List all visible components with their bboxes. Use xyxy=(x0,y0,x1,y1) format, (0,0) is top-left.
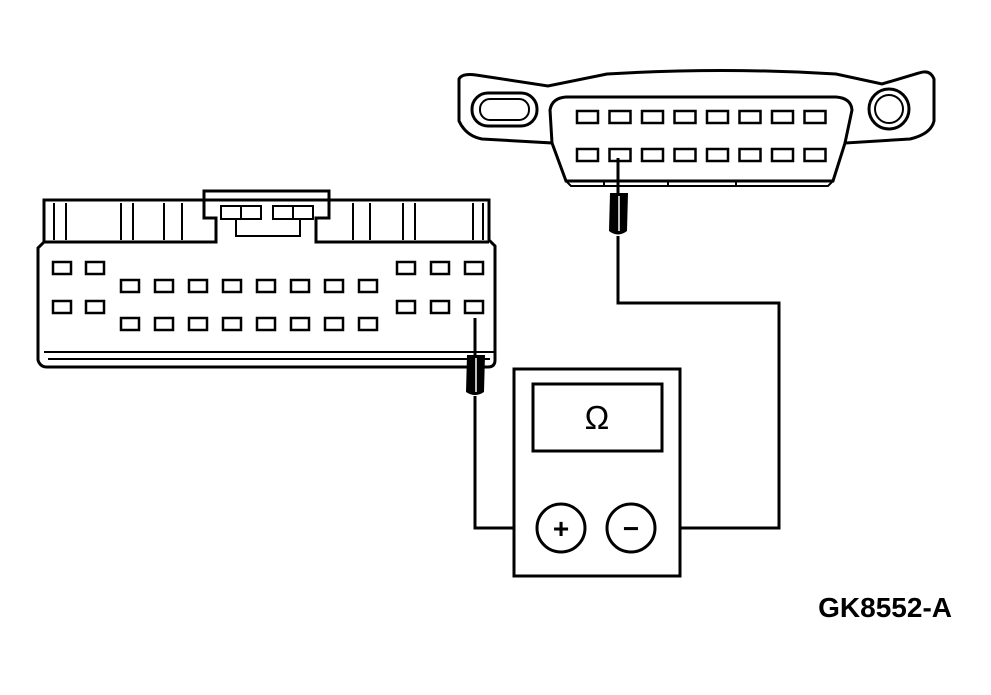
meter-display-symbol: Ω xyxy=(585,399,610,436)
pin-cavity xyxy=(153,316,175,332)
pin-cavity xyxy=(705,147,730,163)
probe-harness xyxy=(466,318,485,395)
dlc-connector xyxy=(457,69,936,187)
pin-cavity xyxy=(84,299,106,315)
pin-cavity xyxy=(673,147,697,163)
pin-cavity xyxy=(221,278,243,294)
pin-cavity xyxy=(395,260,417,276)
pin-cavity xyxy=(575,109,600,125)
pin-cavity xyxy=(640,109,665,125)
pin-cavity xyxy=(640,147,665,163)
pin-cavity xyxy=(187,316,209,332)
pin-cavity xyxy=(429,299,451,315)
ohmmeter: Ω + − xyxy=(512,367,682,578)
pin-cavity xyxy=(463,299,485,315)
pin-cavity xyxy=(357,278,379,294)
pin-cavity xyxy=(738,147,762,163)
pin-cavity xyxy=(357,316,379,332)
negative-terminal-label: − xyxy=(623,513,639,544)
pin-cavity xyxy=(255,316,277,332)
pin-cavity xyxy=(289,316,311,332)
pin-cavity xyxy=(51,299,73,315)
pin-cavity xyxy=(289,278,311,294)
pin-cavity xyxy=(429,260,451,276)
positive-terminal-label: + xyxy=(553,513,569,544)
pin-cavity xyxy=(119,278,141,294)
pin-cavity xyxy=(673,109,697,125)
harness-pin-grid xyxy=(51,260,485,332)
meter-display xyxy=(531,382,664,453)
negative-terminal xyxy=(605,502,657,554)
pin-cavity xyxy=(323,278,345,294)
pin-cavity xyxy=(395,299,417,315)
dlc-pin-grid xyxy=(575,109,827,163)
pin-cavity xyxy=(803,109,827,125)
pin-cavity xyxy=(221,316,243,332)
pin-cavity xyxy=(770,147,795,163)
pin-cavity xyxy=(608,147,632,163)
pin-cavity xyxy=(51,260,73,276)
pin-cavity xyxy=(575,147,600,163)
harness-connector xyxy=(36,189,497,369)
pin-cavity xyxy=(187,278,209,294)
positive-terminal xyxy=(535,502,587,554)
pin-cavity xyxy=(323,316,345,332)
pin-cavity xyxy=(255,278,277,294)
pin-cavity xyxy=(705,109,730,125)
pin-cavity xyxy=(84,260,106,276)
pin-cavity xyxy=(738,109,762,125)
pin-cavity xyxy=(463,260,485,276)
pin-cavity xyxy=(119,316,141,332)
probe-dlc xyxy=(609,158,628,235)
figure-id: GK8552-A xyxy=(818,592,952,623)
pin-cavity xyxy=(153,278,175,294)
lead-negative xyxy=(616,236,781,530)
pin-cavity xyxy=(608,109,632,125)
pin-cavity xyxy=(803,147,827,163)
pin-cavity xyxy=(770,109,795,125)
